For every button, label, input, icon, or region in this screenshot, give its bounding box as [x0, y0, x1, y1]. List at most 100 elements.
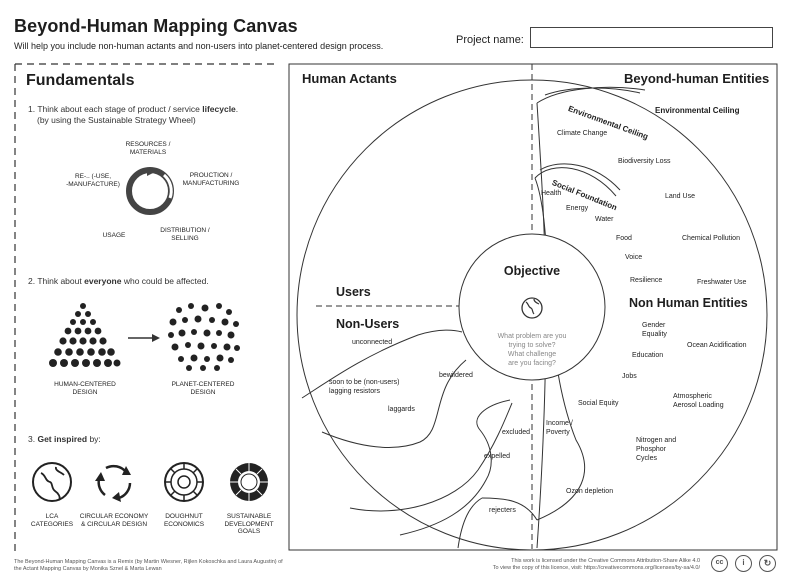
step-1-keyword: lifecycle: [202, 104, 236, 114]
inspiration-doughnut-line-1: DOUGHNUT: [165, 513, 203, 520]
planet-centered-label: PLANET-CENTERED DESIGN: [160, 381, 246, 396]
human-actants-heading: Human Actants: [302, 71, 397, 86]
social-item-education: Education: [632, 352, 664, 359]
globe-icon[interactable]: [31, 461, 73, 503]
inspiration-sdg-label: SUSTAINABLE DEVELOPMENT GOALS: [214, 513, 284, 536]
wheel-production-line-2: MANUFACTURING: [182, 179, 240, 187]
step-3-keyword: Get inspired: [37, 434, 88, 444]
wheel-reuse-label: RE-.. (-USE, -MANUFACTURE): [60, 173, 126, 188]
social-item-income: Income /: [546, 420, 573, 427]
social-item-energy: Energy: [566, 205, 589, 212]
footer-attribution-line-1: The Beyond-Human Mapping Canvas is a Rem…: [14, 559, 283, 565]
step-1-number: 1.: [28, 104, 36, 114]
step-1-text-b: .: [235, 104, 239, 114]
planet-centered-line-2: DESIGN: [190, 388, 216, 396]
wheel-reuse-line-2: -MANUFACTURE): [66, 180, 120, 188]
cc-icon[interactable]: cc: [711, 555, 728, 572]
social-item-poverty: Poverty: [546, 429, 570, 436]
planet-centered-cluster-icon: [168, 303, 240, 371]
step-2-text-b: who could be affected.: [123, 276, 209, 286]
social-item-health: Health: [541, 190, 562, 197]
non-user-lagging-resistors: lagging resistors: [329, 388, 380, 395]
cycle-arrows-icon[interactable]: [93, 461, 135, 503]
wheel-resources-line-2: MATERIALS: [129, 148, 167, 156]
non-user-laggards: laggards: [388, 406, 415, 413]
non-user-excluded: excluded: [502, 429, 531, 436]
human-centered-line-1: HUMAN-CENTERED: [54, 381, 116, 388]
wheel-production-label: PROUCTION / MANUFACTURING: [178, 172, 244, 187]
inspiration-circular-label: CIRCULAR ECONOMY & CIRCULAR DESIGN: [74, 513, 154, 528]
step-2-text-a: Think about: [37, 276, 82, 286]
objective-question-line-4: are you facing?: [508, 360, 556, 367]
eco-item-nitrogen: Nitrogen and: [636, 437, 677, 444]
inspiration-sdg-line-3: GOALS: [237, 528, 261, 535]
social-item-equality: Equality: [642, 331, 667, 338]
non-users-label: Non-Users: [336, 317, 400, 331]
non-user-rejecters: rejecters: [489, 507, 516, 514]
human-centered-pyramid-icon: [49, 303, 121, 367]
earth-icon: [521, 297, 543, 319]
sdg-wheel-icon[interactable]: [228, 461, 270, 503]
eco-item-ocean-acidification: Ocean Acidification: [687, 342, 747, 349]
step-2-text: 2. Think about everyone who could be aff…: [28, 276, 278, 287]
beyond-human-heading: Beyond-human Entities: [624, 71, 770, 86]
inspiration-sdg-line-2: DEVELOPMENT: [224, 520, 274, 528]
objective-question-line-2: trying to solve?: [508, 342, 556, 349]
eco-item-cycles: Cycles: [636, 455, 658, 462]
planet-centered-line-1: PLANET-CENTERED: [171, 381, 235, 388]
fundamentals-title: Fundamentals: [26, 72, 135, 89]
social-item-social-equity: Social Equity: [578, 400, 619, 407]
wheel-resources-line-1: RESOURCES /: [125, 141, 171, 148]
eco-item-ozon-depletion: Ozon depletion: [566, 488, 614, 495]
inspiration-lca-line-2: CATEGORIES: [30, 520, 74, 528]
project-name-input[interactable]: [530, 27, 773, 48]
page-subtitle: Will help you include non-human actants …: [14, 41, 384, 51]
social-item-gender: Gender: [642, 322, 666, 329]
wheel-usage-label: USAGE: [102, 232, 126, 239]
wheel-distribution-line-2: SELLING: [171, 234, 199, 242]
social-item-resilience: Resilience: [630, 277, 663, 284]
step-2-number: 2.: [28, 276, 36, 286]
objective-title: Objective: [503, 264, 561, 278]
page-title: Beyond-Human Mapping Canvas: [14, 16, 298, 36]
step-3-text-b: by:: [89, 434, 101, 444]
social-item-voice: Voice: [625, 254, 643, 261]
social-item-jobs: Jobs: [622, 373, 637, 380]
inspiration-circular-line-1: CIRCULAR ECONOMY: [79, 513, 149, 520]
eco-item-freshwater-use: Freshwater Use: [697, 279, 747, 286]
footer-license-line-2: To view the copy of this licence, visit:…: [492, 565, 700, 571]
eco-item-atmospheric: Atmospheric: [673, 393, 712, 400]
footer-license-line-1: This work is licensed under the Creative…: [511, 558, 700, 564]
wheel-resources-label: RESOURCES / MATERIALS: [118, 141, 178, 156]
non-user-soon-to-be: soon to be (non-users): [329, 379, 400, 386]
wheel-distribution-line-1: DISTRIBUTION /: [160, 227, 210, 234]
human-centered-line-2: DESIGN: [72, 388, 98, 396]
inspiration-lca-label: LCA CATEGORIES: [20, 513, 84, 528]
step-1-text: 1. Think about each stage of product / s…: [28, 104, 278, 115]
eco-item-climate-change: Climate Change: [557, 130, 608, 137]
footer-attribution-line-2: the Actant Mapping Canvas by Monika Szne…: [14, 566, 162, 572]
eco-item-phosphor: Phosphor: [636, 446, 666, 453]
wheel-production-line-1: PROUCTION /: [189, 172, 233, 179]
objective-question-line-1: What problem are you: [497, 333, 567, 340]
environmental-ceiling-label: Environmental Ceiling: [655, 106, 740, 115]
wheel-distribution-label: DISTRIBUTION / SELLING: [152, 227, 218, 242]
step-2-keyword: everyone: [84, 276, 122, 286]
project-name-label: Project name:: [456, 34, 524, 46]
eco-item-chemical-pollution: Chemical Pollution: [682, 235, 740, 242]
social-item-food: Food: [616, 235, 632, 242]
inspiration-circular-line-2: & CIRCULAR DESIGN: [80, 520, 148, 528]
by-icon[interactable]: i: [735, 555, 752, 572]
step-3-text: 3. Get inspired by:: [28, 434, 278, 445]
sa-icon[interactable]: ↻: [759, 555, 776, 572]
doughnut-icon[interactable]: [163, 461, 205, 503]
inspiration-sdg-line-1: SUSTAINABLE: [226, 513, 272, 520]
inspiration-doughnut-line-2: ECONOMICS: [163, 520, 205, 528]
non-user-unconnected: unconnected: [352, 339, 393, 346]
eco-item-land-use: Land Use: [665, 193, 695, 200]
objective-question-line-3: What challenge: [507, 351, 557, 358]
social-item-water: Water: [595, 216, 614, 223]
objective-questions: What problem are you trying to solve? Wh…: [482, 332, 582, 368]
inspiration-lca-line-1: LCA: [45, 513, 59, 520]
